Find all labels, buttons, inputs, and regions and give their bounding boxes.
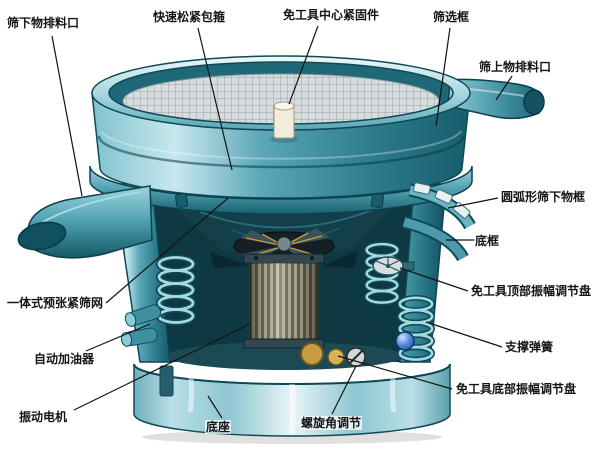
- bowl-rim: [91, 55, 471, 131]
- leader-helix-angle: [331, 365, 357, 415]
- oversize-outlet-spout: [447, 78, 545, 120]
- label-helix-angle-adjuster: 螺旋角调节: [300, 416, 363, 430]
- label-bottom-amplitude-adjuster: 免工具底部振幅调节盘: [455, 382, 578, 396]
- bottom-amplitude-disc-2: [327, 348, 345, 366]
- top-amplitude-adjuster-part: [372, 256, 415, 276]
- leader-support-spring: [425, 321, 503, 348]
- leader-oversize-outlet: [495, 75, 513, 101]
- leader-pretensioned-mesh: [105, 197, 229, 304]
- label-support-spring: 支撑弹簧: [504, 340, 555, 354]
- bottom-frame-part: [402, 215, 469, 262]
- label-bottom-frame: 底框: [474, 234, 501, 248]
- adjust-knob: [395, 331, 415, 351]
- undersize-outlet-chute: [17, 185, 153, 259]
- vibration-motor: [233, 228, 366, 367]
- helix-angle-adjuster-part: [346, 347, 366, 367]
- auto-oiler-part: [120, 304, 162, 347]
- leader-lines: [51, 25, 513, 419]
- screen-frame-bowl: [89, 55, 545, 215]
- arc-undersize-frame-part: [408, 182, 476, 230]
- label-arc-undersize-frame: 圆弧形筛下物框: [500, 190, 587, 204]
- label-auto-oiler: 自动加油器: [33, 352, 96, 366]
- label-quick-clamp-band: 快速松紧包箍: [152, 10, 227, 24]
- label-base: 底座: [205, 420, 232, 434]
- label-vibration-motor: 振动电机: [18, 410, 69, 424]
- center-fastener-part: [273, 101, 295, 139]
- leader-undersize-outlet: [51, 35, 83, 197]
- leader-bottom-amplitude: [337, 355, 453, 390]
- label-undersize-outlet: 筛下物排料口: [6, 16, 81, 30]
- leader-base: [207, 395, 223, 419]
- label-screen-frame: 筛选框: [432, 10, 471, 24]
- leader-auto-oiler: [85, 323, 151, 352]
- bottom-amplitude-disc: [300, 342, 324, 366]
- label-top-amplitude-adjuster: 免工具顶部振幅调节盘: [470, 284, 593, 298]
- base-conduit: [159, 365, 174, 397]
- leader-vibration-motor: [73, 323, 251, 411]
- leader-screen-frame: [435, 27, 451, 127]
- label-oversize-outlet: 筛上物排料口: [478, 60, 553, 74]
- deck-plate: [167, 342, 403, 370]
- label-center-fastener: 免工具中心紧固件: [282, 8, 381, 22]
- leader-arc-frame: [447, 197, 499, 209]
- leader-quick-clamp: [197, 27, 233, 171]
- machine-base: [133, 363, 451, 444]
- label-pretensioned-mesh: 一体式预张紧筛网: [6, 296, 105, 310]
- leader-top-amplitude: [399, 267, 469, 292]
- leader-center-fastener: [288, 25, 319, 105]
